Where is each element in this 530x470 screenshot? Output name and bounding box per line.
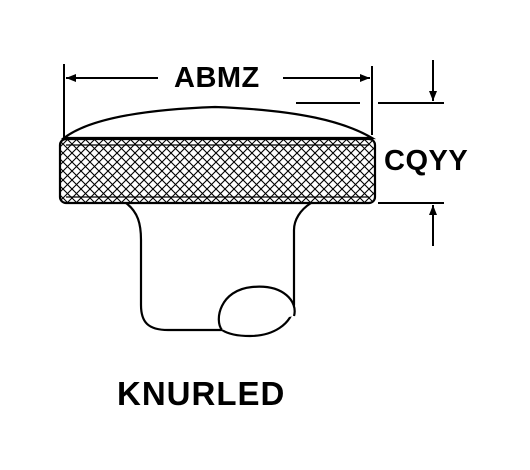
knob-head: [58, 105, 377, 205]
width-dimension-label: ABMZ: [174, 62, 260, 94]
knob-dome: [60, 105, 377, 140]
height-dimension-label: CQYY: [384, 145, 469, 177]
height-dimension: [296, 60, 444, 246]
stem-bulge: [217, 285, 296, 331]
knurled-band: [58, 137, 377, 205]
knob-type-caption: KNURLED: [117, 375, 286, 412]
width-dimension: [63, 64, 373, 140]
knob-stem: [125, 202, 312, 338]
